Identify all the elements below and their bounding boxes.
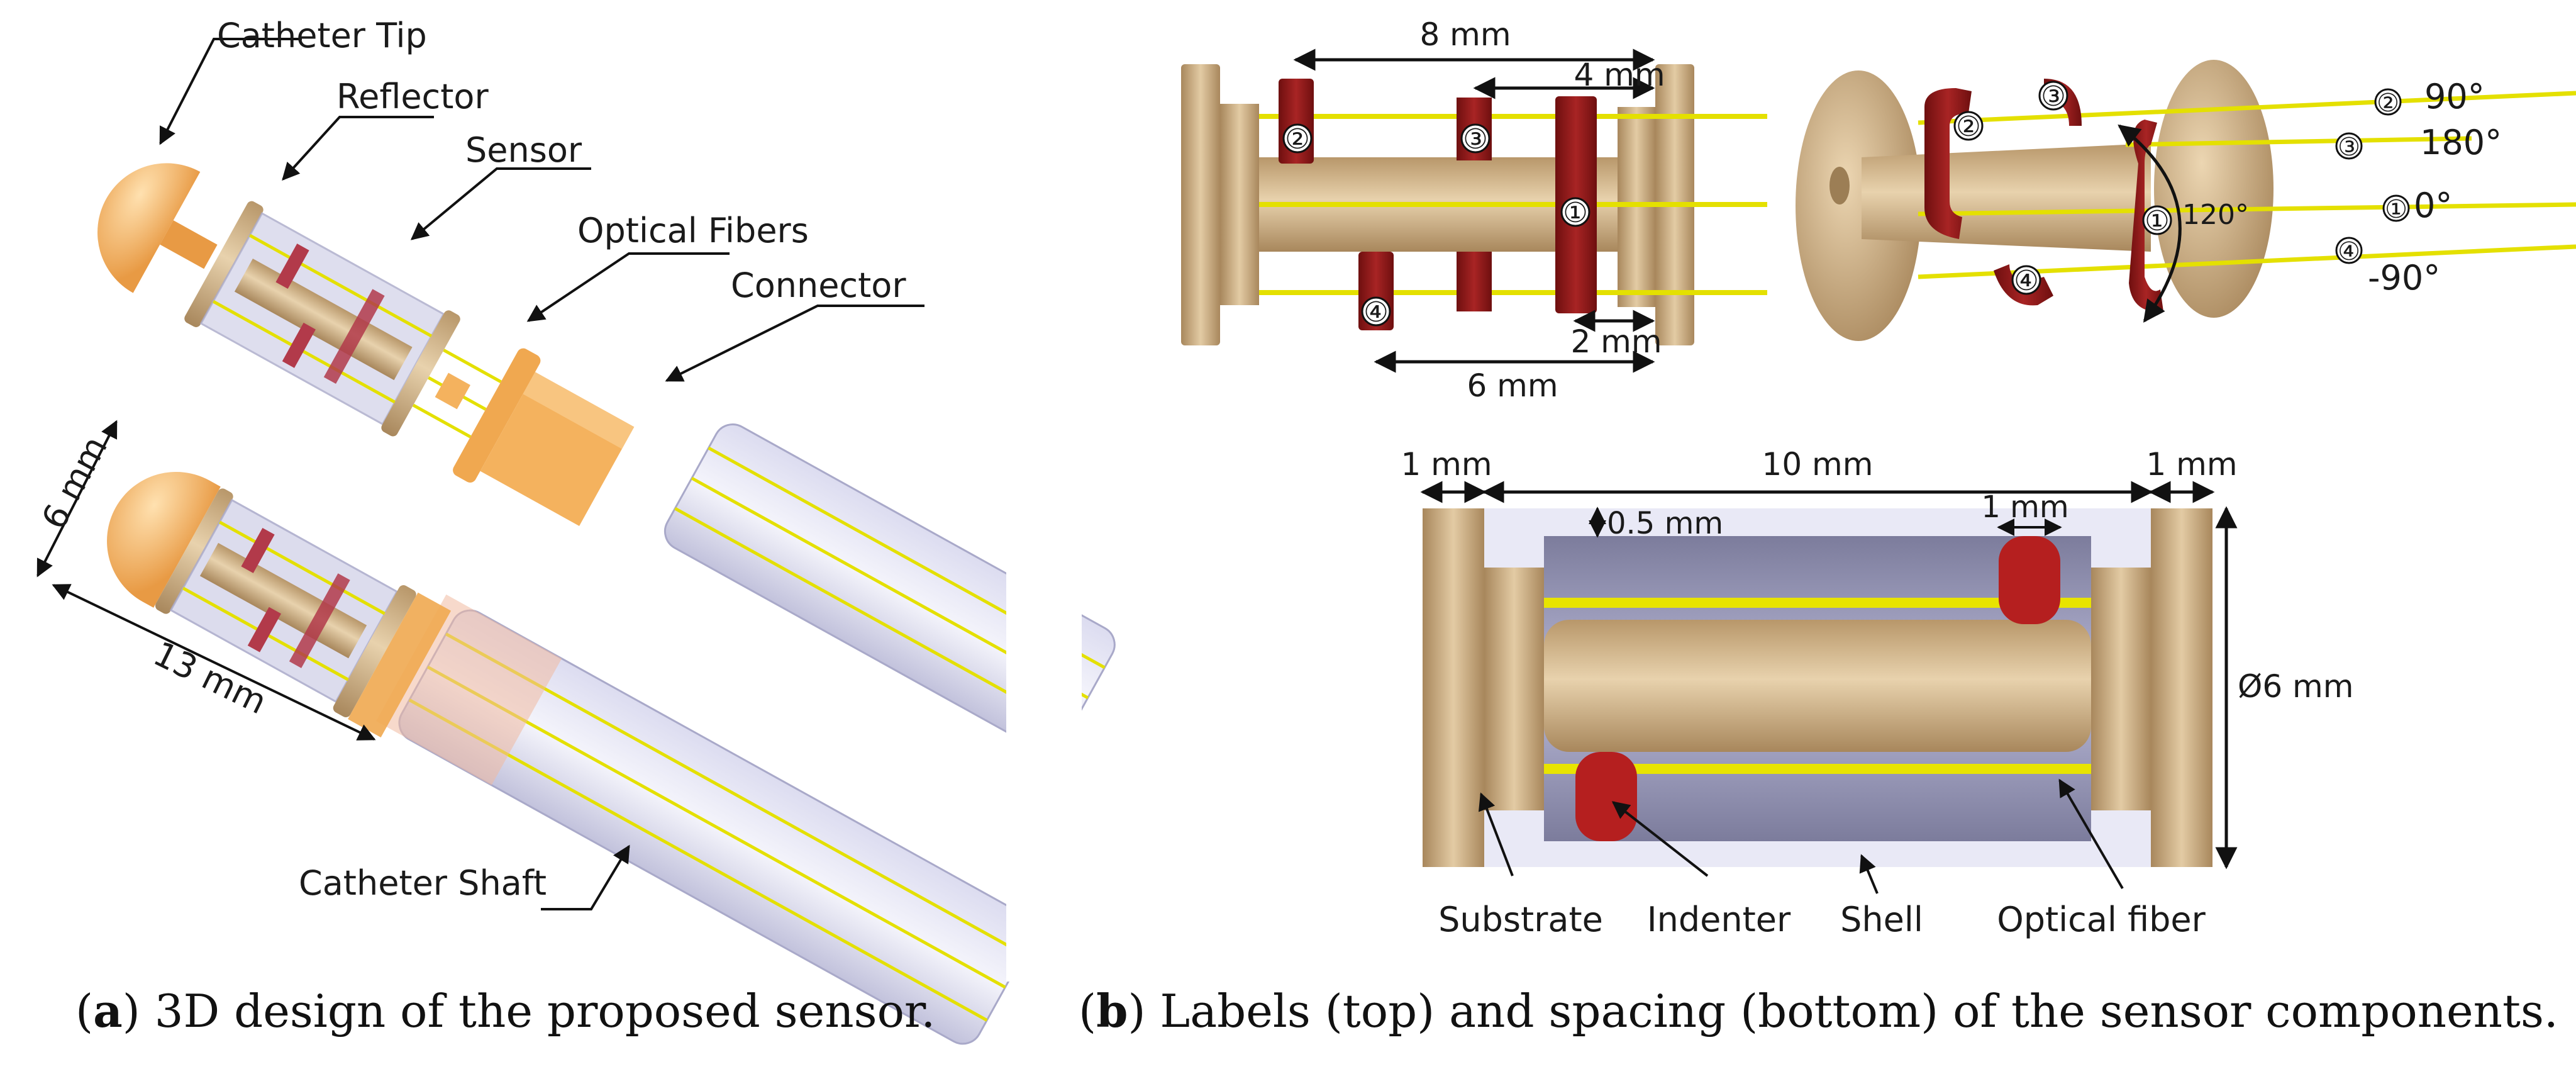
fiber-marker-3: ③: [2338, 133, 2360, 162]
caption-b-letter: b: [1096, 984, 1128, 1038]
fiber-marker-2: ②: [2377, 89, 2399, 118]
label-reflector: Reflector: [336, 77, 489, 116]
panel-a: Catheter Tip Reflector Sensor Optical Fi…: [34, 0, 1116, 1045]
dim-label-1mm-left: 1 mm: [1401, 446, 1492, 483]
dim-label-2mm: 2 mm: [1570, 323, 1662, 360]
caption-b: (b) Labels (top) and spacing (bottom) of…: [1079, 984, 2558, 1038]
label-connector: Connector: [731, 266, 906, 305]
label-optical-fiber: Optical fiber: [1997, 900, 2206, 939]
panel-b-top-right: ② ③ ① ④ 120° ② 90° ③ 180° ① 0° ④ -90°: [1796, 60, 2576, 341]
dim-label-dia: Ø6 mm: [2238, 668, 2353, 705]
dim-label-0.5mm: 0.5 mm: [1607, 506, 1723, 541]
dim-arrow-13mm: [52, 584, 376, 741]
p-marker-4: ④: [2014, 265, 2038, 297]
panel-b-top-left: ② ③ ① ④ 8 mm 4 mm 2 mm 6 mm: [1181, 16, 1767, 404]
dim-label-1mm-ind: 1 mm: [1981, 490, 2068, 525]
label-substrate: Substrate: [1438, 900, 1603, 939]
panel-b-bottom: 1 mm 10 mm 1 mm 0.5 mm 1 mm Ø6 mm Substr…: [1401, 446, 2353, 939]
p-marker-2: ②: [1956, 111, 1980, 143]
p-marker-3: ③: [2041, 81, 2065, 113]
label-optical-fibers: Optical Fibers: [577, 211, 809, 250]
indenter-top: [1999, 536, 2060, 624]
dim-label-10mm: 10 mm: [1762, 446, 1874, 483]
p-marker-1: ①: [2145, 205, 2169, 237]
caption-a: (a) 3D design of the proposed sensor.: [75, 984, 935, 1038]
fiber-marker-1: ①: [2385, 195, 2407, 224]
fiber-angle-180: 180°: [2420, 123, 2502, 162]
dim-label-6mm: 6 mm: [34, 430, 115, 535]
marker-1: ①: [1563, 197, 1587, 229]
label-catheter-shaft: Catheter Shaft: [299, 863, 547, 903]
marker-2: ②: [1285, 123, 1309, 155]
fiber-angle-m90: -90°: [2368, 258, 2440, 298]
dim-label-4mm: 4 mm: [1574, 57, 1665, 93]
caption-a-text: ) 3D design of the proposed sensor.: [123, 985, 936, 1038]
exploded-assembly: [97, 163, 635, 526]
label-indenter: Indenter: [1647, 900, 1791, 939]
label-catheter-tip: Catheter Tip: [217, 16, 427, 55]
dim-arrow-6mm: [36, 420, 118, 578]
dim-label-1mm-right: 1 mm: [2146, 446, 2237, 483]
bottom-leader-lines: [1478, 778, 2124, 894]
fiber-marker-4: ④: [2338, 237, 2360, 266]
marker-4: ④: [1363, 296, 1388, 328]
caption-b-text: ) Labels (top) and spacing (bottom) of t…: [1128, 985, 2558, 1038]
dim-label-6mm-b: 6 mm: [1467, 367, 1558, 404]
indenter-bottom: [1575, 752, 1637, 841]
label-shell: Shell: [1840, 900, 1923, 939]
fiber-angle-0: 0°: [2414, 186, 2452, 225]
fiber-angle-90: 90°: [2424, 77, 2485, 116]
caption-a-letter: a: [93, 984, 123, 1038]
label-sensor: Sensor: [465, 130, 582, 170]
leader-lines: [159, 38, 924, 910]
marker-3: ③: [1463, 123, 1487, 155]
indenter-3b: [1457, 252, 1492, 311]
angle-120: 120°: [2182, 199, 2249, 231]
dim-label-8mm: 8 mm: [1419, 16, 1511, 53]
